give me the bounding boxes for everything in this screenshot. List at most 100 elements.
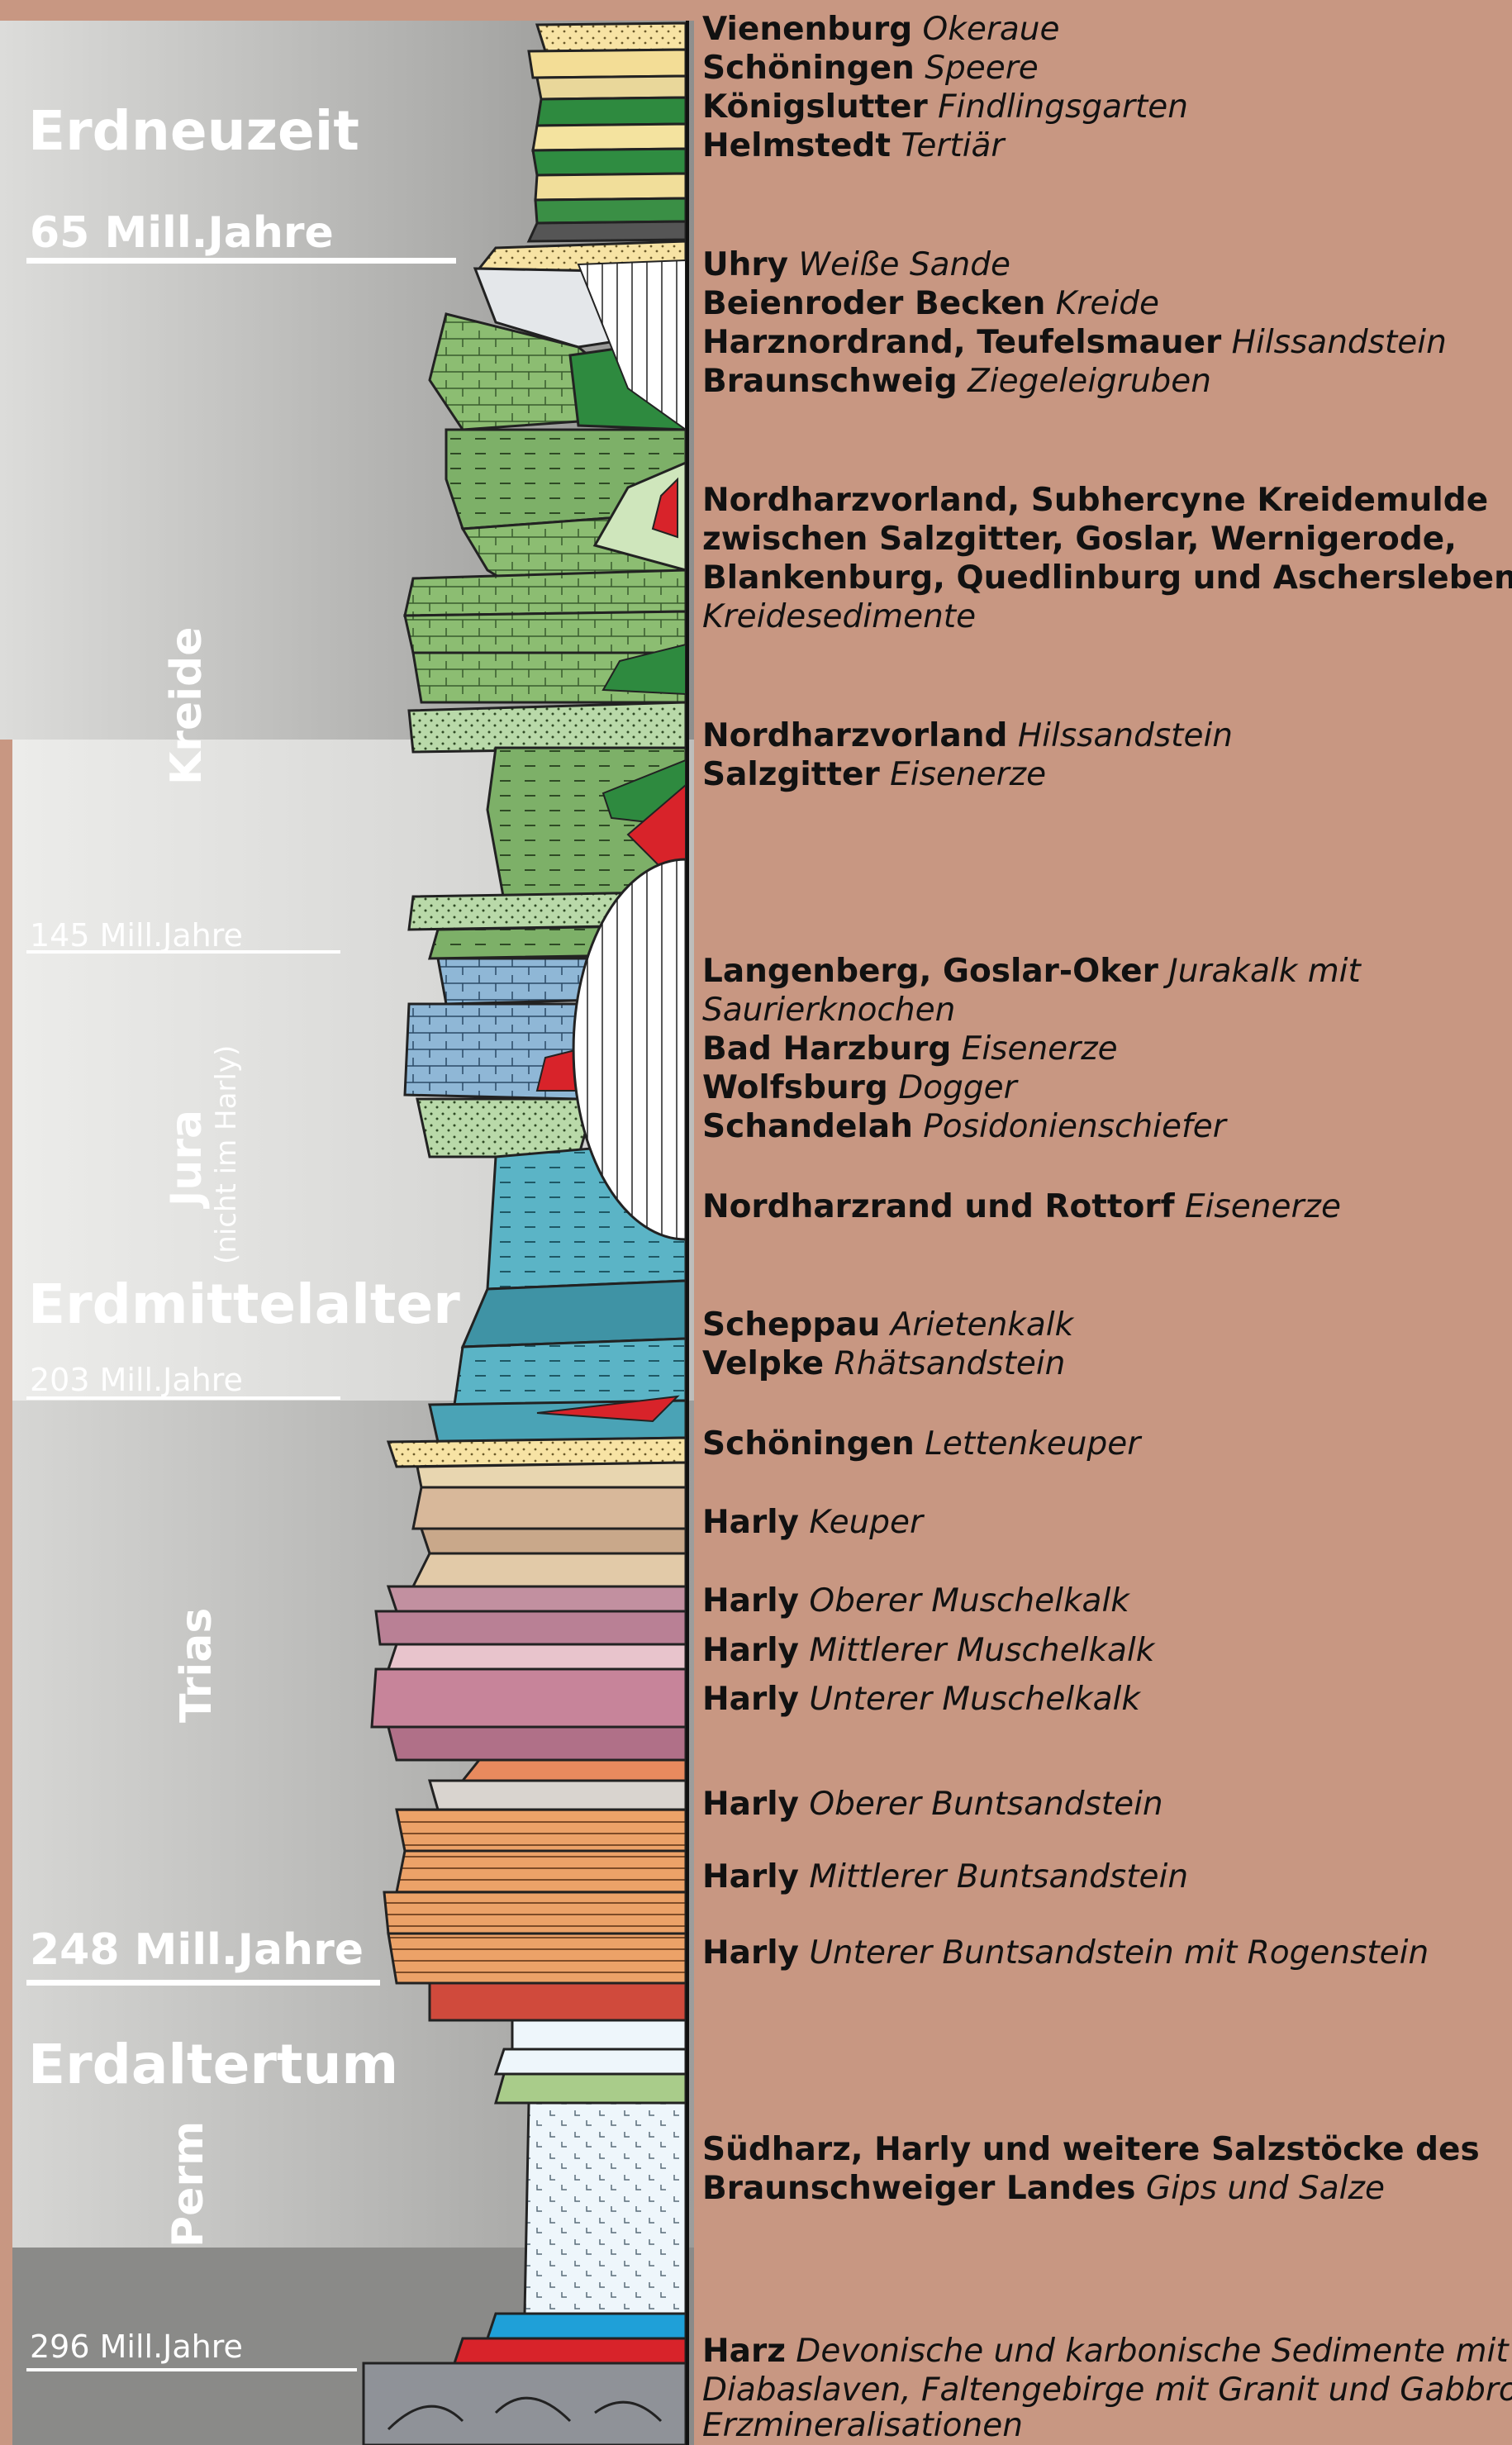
location-entry: Kreidesedimente	[702, 597, 976, 636]
location-desc: Lettenkeuper	[925, 1425, 1141, 1463]
location-entry: Scheppau Arietenkalk	[702, 1306, 1073, 1344]
location-desc: Unterer Muschelkalk	[809, 1681, 1140, 1718]
location-place: Helmstedt	[702, 127, 891, 164]
location-entry: Harly Unterer Muschelkalk	[702, 1680, 1140, 1719]
tick-145-line	[26, 950, 340, 954]
location-desc: Tertiär	[901, 127, 1005, 164]
location-desc: Mittlerer Buntsandstein	[809, 1858, 1189, 1896]
location-entry: Salzgitter Eisenerze	[702, 755, 1046, 794]
location-desc: Kreidesedimente	[702, 598, 977, 635]
location-desc: Hilssandstein	[1017, 717, 1233, 754]
location-place: Wolfsburg	[702, 1069, 888, 1106]
location-desc: Oberer Muschelkalk	[809, 1582, 1129, 1620]
period-jura-label: Jura	[162, 1109, 212, 1206]
location-place: Beienroder Becken	[702, 285, 1046, 322]
location-place: Schöningen	[702, 1425, 915, 1463]
stratigraphic-column	[362, 21, 689, 2445]
location-place: Salzgitter	[702, 756, 880, 793]
location-desc: Eisenerze	[1184, 1188, 1341, 1225]
location-entry: Bad Harzburg Eisenerze	[702, 1030, 1118, 1068]
location-entry: Braunschweig Ziegeleigruben	[702, 362, 1211, 401]
location-desc: Okeraue	[922, 11, 1060, 48]
location-place: Schandelah	[702, 1108, 913, 1145]
location-desc: Diabaslaven, Faltengebirge mit Granit un…	[702, 2371, 1512, 2409]
location-desc: Kreide	[1055, 285, 1159, 322]
location-desc: Saurierknochen	[702, 992, 956, 1029]
location-desc: Weiße Sande	[798, 246, 1010, 283]
location-place: Nordharzvorland	[702, 717, 1008, 754]
location-place: Braunschweiger Landes	[702, 2170, 1136, 2207]
location-place: Velpke	[702, 1345, 825, 1382]
location-entry: Helmstedt Tertiär	[702, 126, 1004, 165]
location-place: Harly	[702, 1858, 799, 1896]
location-desc: Jurakalk mit	[1168, 953, 1361, 990]
location-desc: Dogger	[898, 1069, 1017, 1106]
location-desc: Oberer Buntsandstein	[809, 1786, 1163, 1823]
location-entry: Schöningen Speere	[702, 49, 1039, 88]
location-entry: Wolfsburg Dogger	[702, 1068, 1017, 1107]
era-erdaltertum-label: Erdaltertum	[28, 2033, 399, 2096]
location-desc: Posidonienschiefer	[923, 1108, 1226, 1145]
location-place: Harz	[702, 2333, 786, 2370]
location-desc: Unterer Buntsandstein mit Rogenstein	[809, 1934, 1429, 1972]
tick-248-label: 248 Mill.Jahre	[30, 1925, 364, 1975]
location-desc: Erzmineralisationen	[702, 2407, 1023, 2444]
location-desc: Mittlerer Muschelkalk	[809, 1632, 1155, 1669]
location-entry: Königslutter Findlingsgarten	[702, 88, 1188, 126]
location-entry: Nordharzvorland, Subhercyne Kreidemulde	[702, 481, 1488, 520]
location-place: Harly	[702, 1786, 799, 1823]
location-entry: zwischen Salzgitter, Goslar, Wernigerode…	[702, 520, 1457, 559]
tick-145-label: 145 Mill.Jahre	[30, 917, 243, 954]
location-entry: Harly Oberer Buntsandstein	[702, 1785, 1163, 1824]
location-entry: Harly Oberer Muschelkalk	[702, 1582, 1129, 1620]
location-entry: Harly Mittlerer Muschelkalk	[702, 1631, 1154, 1670]
location-desc: Keuper	[809, 1504, 924, 1541]
location-place: Uhry	[702, 246, 789, 283]
location-place: Vienenburg	[702, 11, 913, 48]
location-place: Blankenburg, Quedlinburg und Ascherslebe…	[702, 559, 1512, 597]
location-place: Bad Harzburg	[702, 1030, 952, 1068]
location-place: Schöningen	[702, 50, 915, 87]
location-entry: Harly Mittlerer Buntsandstein	[702, 1858, 1188, 1896]
location-place: zwischen Salzgitter, Goslar, Wernigerode…	[702, 521, 1457, 558]
location-desc: Devonische und karbonische Sedimente mit	[796, 2333, 1509, 2370]
location-desc: Arietenkalk	[890, 1306, 1074, 1344]
location-entry: Blankenburg, Quedlinburg und Ascherslebe…	[702, 559, 1512, 597]
location-entry: Velpke Rhätsandstein	[702, 1344, 1065, 1383]
era-erdmittelalter-label: Erdmittelalter	[28, 1272, 460, 1336]
location-entry: Nordharzvorland Hilssandstein	[702, 716, 1233, 755]
location-desc: Eisenerze	[961, 1030, 1118, 1068]
tick-203-label: 203 Mill.Jahre	[30, 1362, 243, 1398]
location-desc: Findlingsgarten	[938, 88, 1189, 126]
location-entry: Saurierknochen	[702, 991, 955, 1030]
period-trias-label: Trias	[172, 1607, 221, 1723]
location-place: Harly	[702, 1582, 799, 1620]
location-place: Nordharzrand und Rottorf	[702, 1188, 1175, 1225]
location-entry: Vienenburg Okeraue	[702, 10, 1059, 49]
tick-65-label: 65 Mill.Jahre	[30, 208, 334, 258]
location-place: Braunschweig	[702, 363, 958, 400]
location-place: Königslutter	[702, 88, 928, 126]
location-place: Harly	[702, 1681, 799, 1718]
location-desc: Gips und Salze	[1145, 2170, 1385, 2207]
location-entry: Langenberg, Goslar-Oker Jurakalk mit	[702, 952, 1361, 991]
location-entry: Harly Keuper	[702, 1503, 923, 1542]
location-desc: Speere	[925, 50, 1039, 87]
period-perm-label: Perm	[164, 2120, 213, 2248]
tick-296-line	[26, 2368, 357, 2371]
tick-65-line	[26, 258, 456, 264]
location-entry: Harz Devonische und karbonische Sediment…	[702, 2332, 1509, 2371]
location-place: Scheppau	[702, 1306, 881, 1344]
location-entry: Diabaslaven, Faltengebirge mit Granit un…	[702, 2371, 1512, 2409]
location-entry: Südharz, Harly und weitere Salzstöcke de…	[702, 2130, 1480, 2169]
period-jura-note: (nicht im Harly)	[210, 1044, 243, 1264]
location-entry: Schöningen Lettenkeuper	[702, 1425, 1140, 1463]
tick-203-line	[26, 1396, 340, 1400]
location-place: Harly	[702, 1504, 799, 1541]
location-desc: Eisenerze	[890, 756, 1047, 793]
location-entry: Uhry Weiße Sande	[702, 245, 1010, 284]
location-place: Nordharzvorland, Subhercyne Kreidemulde	[702, 482, 1489, 519]
location-place: Harly	[702, 1934, 799, 1972]
location-entry: Schandelah Posidonienschiefer	[702, 1107, 1226, 1146]
